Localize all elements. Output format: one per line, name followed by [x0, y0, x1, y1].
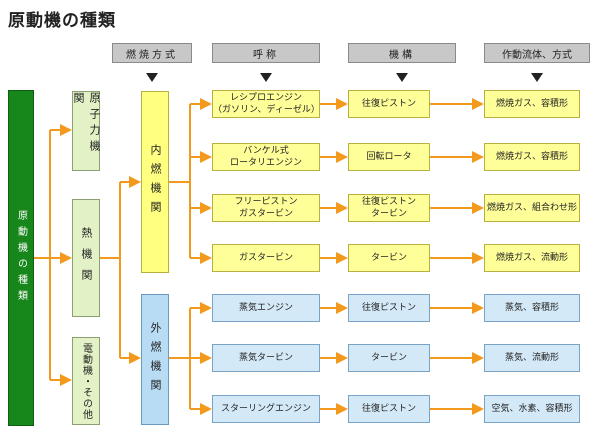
- category-electric-other: 電動機・その他: [72, 337, 100, 425]
- header-pointer-icon: [396, 73, 408, 82]
- combustion-label: 内燃機関: [149, 144, 162, 220]
- name-cell: 蒸気タービン: [212, 344, 320, 372]
- fluid-cell: 蒸気、流動形: [484, 344, 580, 372]
- header-name: 呼称: [212, 43, 320, 63]
- fluid-cell: 燃焼ガス、容積形: [484, 143, 580, 171]
- page-title: 原動機の種類: [8, 11, 116, 31]
- fluid-cell: 蒸気、容積形: [484, 294, 580, 322]
- category-nuclear: 原子力機関: [72, 91, 101, 171]
- root-node: 原動機の種類: [8, 90, 34, 426]
- fluid-cell: 燃焼ガス、容積形: [484, 90, 580, 118]
- root-label: 原動機の種類: [15, 210, 27, 306]
- mechanism-cell: 往復ピストン: [348, 90, 430, 118]
- header-pointer-icon: [146, 73, 158, 82]
- fluid-cell: 空気、水素、容積形: [484, 395, 580, 423]
- header-mechanism: 機構: [348, 43, 456, 63]
- name-cell: レシプロエンジン （ガソリン、ディーゼル）: [212, 90, 320, 118]
- mechanism-cell: 往復ピストン: [348, 395, 430, 423]
- header-pointer-icon: [260, 73, 272, 82]
- mechanism-cell: 往復ピストン タービン: [348, 194, 430, 222]
- combustion-label: 外燃機関: [149, 321, 162, 398]
- mechanism-cell: 往復ピストン: [348, 294, 430, 322]
- header-combustion: 燃焼方式: [112, 43, 192, 63]
- name-cell: スターリングエンジン: [212, 395, 320, 423]
- mechanism-cell: 回転ロータ: [348, 143, 430, 171]
- category-label: 熱機関: [80, 226, 93, 290]
- name-cell: ガスタービン: [212, 244, 320, 272]
- mechanism-cell: タービン: [348, 244, 430, 272]
- fluid-cell: 燃焼ガス、流動形: [484, 244, 580, 272]
- header-fluid: 作動流体、方式: [484, 43, 590, 63]
- category-label: 原子力機関: [72, 92, 101, 156]
- name-cell: フリーピストン ガスタービン: [212, 194, 320, 222]
- category-heat: 熱機関: [72, 199, 100, 317]
- name-cell: バンケル式 ロータリエンジン: [212, 143, 320, 171]
- name-cell: 蒸気エンジン: [212, 294, 320, 322]
- fluid-cell: 燃焼ガス、組合わせ形: [484, 194, 580, 222]
- header-pointer-icon: [531, 73, 543, 82]
- internal-combustion: 内燃機関: [141, 91, 169, 273]
- category-label: 電動機・その他: [80, 342, 92, 420]
- external-combustion: 外燃機関: [141, 294, 169, 425]
- mechanism-cell: タービン: [348, 344, 430, 372]
